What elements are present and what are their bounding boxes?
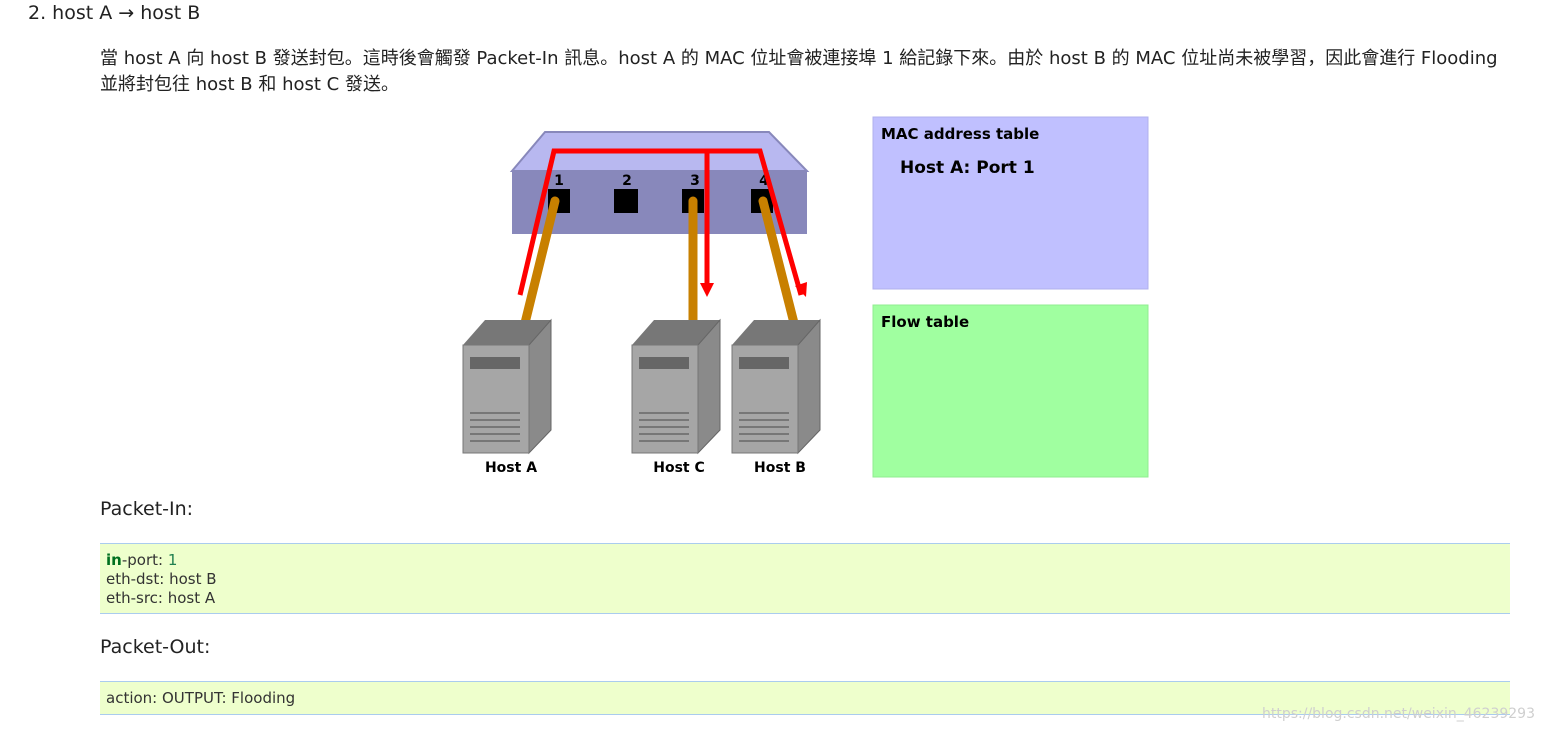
port-label-4: 4 [759, 173, 769, 189]
packet-in-code-block: in-port: 1 eth-dst: host B eth-src: host… [100, 543, 1510, 614]
description-paragraph: 當 host A 向 host B 發送封包。這時後會觸發 Packet-In … [100, 48, 1498, 95]
in-port-value: 1 [167, 551, 178, 569]
packet-out-line-1: action: OUTPUT: Flooding [106, 689, 296, 707]
arrowhead-host-b [795, 282, 807, 297]
cable-host-a [520, 196, 560, 328]
mac-table-entry: Host A: Port 1 [900, 158, 1035, 178]
section-heading: 2. host A → host B [28, 2, 201, 24]
mac-address-table-panel [872, 116, 1149, 290]
packet-path-in [517, 148, 804, 296]
packet-out-code-block: action: OUTPUT: Flooding [100, 681, 1510, 715]
host-a-server-icon [462, 318, 552, 455]
host-c-label: Host C [653, 460, 705, 476]
flow-table-title: Flow table [881, 313, 969, 331]
host-a-label: Host A [485, 460, 537, 476]
in-keyword: in [106, 551, 122, 569]
packet-out-label: Packet-Out: [100, 636, 211, 658]
mac-table-title: MAC address table [881, 125, 1039, 143]
host-b-label: Host B [754, 460, 806, 476]
packet-in-line-3: eth-src: host A [106, 589, 216, 607]
host-b-server-icon [731, 318, 821, 455]
port-2 [614, 189, 638, 213]
port-label-2: 2 [622, 173, 632, 189]
packet-in-line-1: in-port: 1 [106, 551, 1504, 570]
watermark: https://blog.csdn.net/weixin_46239293 [1261, 706, 1535, 722]
packet-in-line-2: eth-dst: host B [106, 570, 217, 588]
packet-in-label: Packet-In: [100, 498, 194, 520]
port-label-3: 3 [690, 173, 700, 189]
cable-host-b [758, 196, 799, 328]
in-port-text: -port: [121, 551, 168, 569]
host-c-server-icon [631, 318, 721, 455]
arrowhead-host-c [700, 283, 714, 297]
flow-table-panel [872, 304, 1149, 478]
port-label-1: 1 [554, 173, 564, 189]
flooding-diagram: 1 2 3 4 [455, 115, 1155, 483]
